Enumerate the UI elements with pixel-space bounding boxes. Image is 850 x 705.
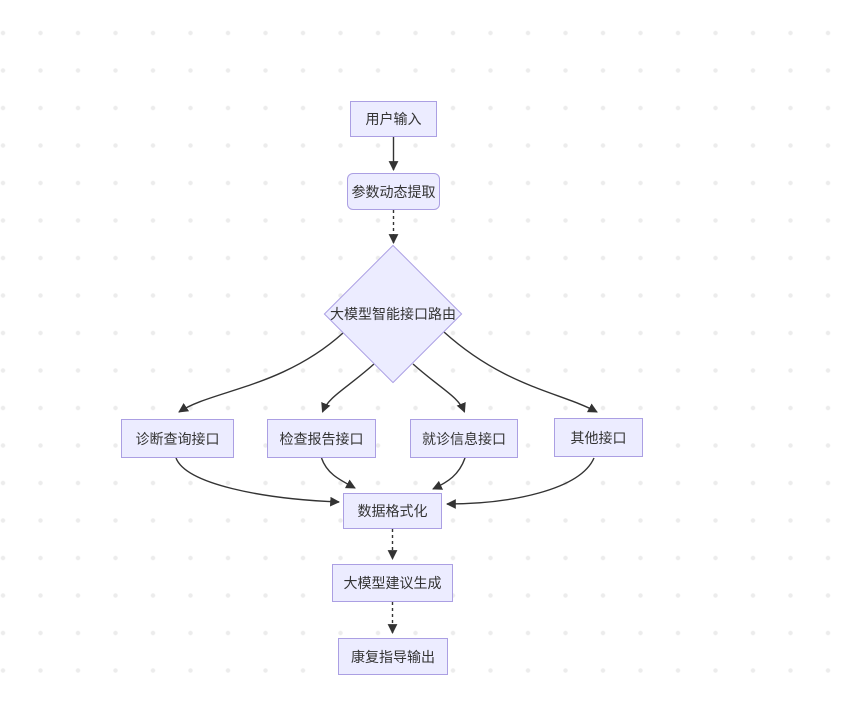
edge-diagnosis-api-to-data-format bbox=[175, 457, 340, 507]
node-diagnosis-api[interactable]: 诊断查询接口 bbox=[121, 419, 234, 458]
node-data-format[interactable]: 数据格式化 bbox=[343, 493, 442, 529]
edge-report-api-to-data-format bbox=[320, 457, 356, 489]
edge-other-api-to-data-format bbox=[446, 457, 595, 509]
edge-visit-api-to-data-format bbox=[432, 457, 466, 490]
edge-llm-router-to-diagnosis-api bbox=[178, 332, 344, 413]
node-visit-api[interactable]: 就诊信息接口 bbox=[410, 419, 518, 458]
edge-llm-router-to-visit-api bbox=[412, 363, 466, 413]
node-llm-router-label: 大模型智能接口路由 bbox=[330, 306, 456, 322]
node-report-api[interactable]: 检查报告接口 bbox=[267, 419, 376, 458]
node-other-api[interactable]: 其他接口 bbox=[554, 418, 643, 457]
edge-llm-router-to-report-api bbox=[321, 363, 375, 413]
node-llm-suggest[interactable]: 大模型建议生成 bbox=[332, 564, 453, 602]
node-rehab-output[interactable]: 康复指导输出 bbox=[338, 638, 448, 675]
edge-llm-router-to-other-api bbox=[443, 331, 598, 413]
node-param-extract[interactable]: 参数动态提取 bbox=[347, 173, 440, 210]
node-user-input[interactable]: 用户输入 bbox=[350, 101, 437, 137]
